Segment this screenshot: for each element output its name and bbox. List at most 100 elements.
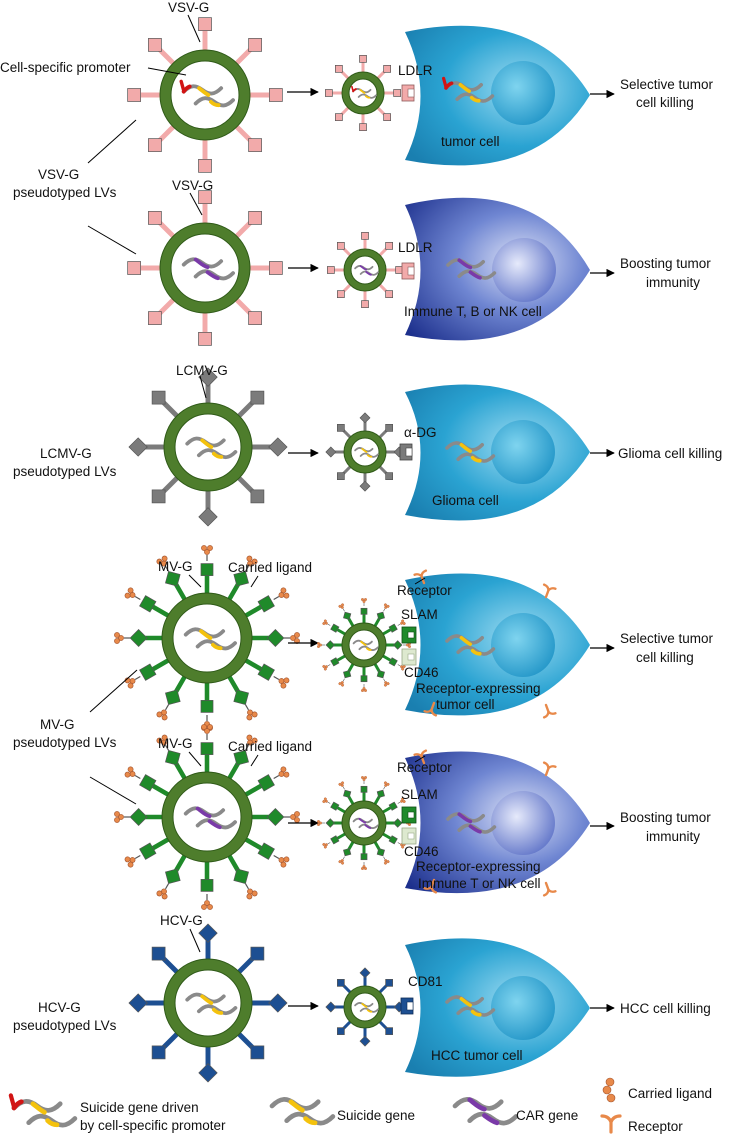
ligand-bead: [317, 823, 320, 826]
cd81-notch: [406, 1001, 414, 1011]
gene-strand-lower: [193, 96, 235, 108]
suicide-gene-strand: [445, 995, 496, 1017]
car-segment-lower: [468, 270, 482, 280]
glycoprotein-head: [200, 742, 214, 755]
glycoprotein-head: [266, 808, 285, 826]
ligand-stem: [383, 678, 386, 682]
ligand-bead: [322, 843, 326, 846]
gene-in-cell: [445, 634, 496, 656]
leader-vsv-g: [187, 14, 201, 43]
ligand-bead: [317, 645, 320, 648]
cell-label-hcc: HCC tumor cell: [431, 1048, 523, 1063]
receptor-cd81: [400, 997, 414, 1015]
car-gene-strand: [183, 806, 237, 830]
car-segment: [457, 812, 473, 824]
ligand-bead: [290, 814, 296, 820]
glycoprotein-head: [376, 848, 385, 857]
ligand-stem: [397, 664, 401, 667]
virion-lcmv-large: [128, 367, 288, 527]
surface-receptor: [542, 761, 557, 777]
ligand-bead: [127, 766, 134, 773]
glycoprotein-head: [325, 89, 333, 97]
group-label-line1: MV-G: [40, 717, 75, 732]
promoter-tail: [8, 1093, 17, 1110]
group-label-line2: pseudotyped LVs: [13, 1018, 117, 1033]
glycoprotein-head: [198, 17, 212, 31]
ligand-bead: [384, 861, 387, 865]
receptor-y: [542, 583, 557, 599]
virion-hcv-large: [128, 923, 288, 1083]
ligand-stem: [342, 856, 345, 860]
glycoprotein-head: [325, 1001, 337, 1013]
glycoprotein-head: [198, 1063, 218, 1083]
tumor-cell-nucleus: [491, 61, 555, 125]
ligand-label: Carried ligand: [228, 560, 312, 575]
glycoprotein-head: [269, 88, 283, 102]
carried-ligand: [244, 883, 258, 900]
ligand-bead: [323, 797, 327, 801]
glycoprotein-head: [343, 789, 352, 798]
ligand-bead: [129, 592, 136, 598]
ligand-bead: [384, 681, 388, 685]
carried-ligand: [322, 842, 331, 849]
cell-label-tumor: tumor cell: [441, 134, 500, 149]
ligand-bead: [278, 678, 285, 684]
ligand-bead: [161, 714, 168, 721]
carried-ligand: [317, 820, 325, 826]
glycoprotein-head: [330, 801, 340, 811]
carried-ligand: [124, 587, 141, 601]
glycoprotein-head: [233, 570, 249, 587]
ligand-bead: [362, 865, 366, 868]
leader-ligand: [250, 575, 259, 588]
ligand-bead: [401, 797, 405, 801]
glycoprotein-head: [325, 818, 336, 828]
legend-suicide-gene-icon: [269, 1097, 336, 1126]
glycoprotein-head: [388, 657, 398, 667]
glycoprotein-head: [330, 623, 340, 633]
ligand-bead: [124, 856, 131, 863]
carried-ligand: [156, 555, 170, 572]
bracket-upper: [87, 119, 137, 164]
row-lcmv: LCMV-G LCMV-G pseudotyped LVs α-DG Gliom…: [13, 363, 722, 527]
carried-ligand: [338, 781, 345, 790]
glycoprotein-head: [200, 563, 214, 576]
suicide-segment-lower: [209, 99, 221, 108]
ligand-bead: [283, 856, 290, 863]
ligand-stem: [383, 856, 386, 860]
ligand-bead: [280, 766, 287, 773]
ligand-bead: [280, 587, 287, 594]
car-gene-strand: [446, 258, 497, 280]
ligand-stem: [134, 595, 141, 601]
glycoprotein-head: [198, 923, 218, 943]
ligand-bead: [323, 845, 327, 849]
glycoprotein-head: [248, 211, 262, 225]
ligand-bead: [156, 558, 163, 565]
glycoprotein-head: [330, 835, 340, 845]
legend-receptor-y: [600, 1114, 622, 1134]
gene-in-cell: [445, 995, 496, 1017]
glycoprotein-head: [128, 437, 148, 457]
glycoprotein-head: [269, 261, 283, 275]
receptor-label-ldlr: LDLR: [398, 240, 433, 255]
glycoprotein-head: [337, 979, 345, 987]
glycoprotein-head: [128, 993, 148, 1013]
suicide-segment-lower: [211, 1007, 224, 1015]
glycoprotein-head: [165, 570, 181, 587]
surface-receptors: [413, 749, 557, 897]
glycoprotein-head: [198, 332, 212, 346]
gene-strand-lower: [195, 639, 237, 651]
glycoprotein-head: [337, 290, 345, 298]
ligand-bead: [364, 867, 367, 870]
suicide-segment-lower: [211, 642, 223, 651]
glycoprotein-head: [360, 853, 368, 861]
surface-receptor: [423, 878, 438, 894]
suicide-gene-strand: [354, 1002, 379, 1013]
glycoprotein-head: [198, 367, 218, 387]
carried-ligand: [361, 598, 367, 606]
ligand-bead: [319, 821, 322, 825]
virion-vsv-small: [327, 232, 403, 308]
ligand-bead: [201, 724, 207, 730]
leader-promoter: [147, 67, 187, 76]
outcome: Glioma cell killing: [618, 446, 722, 461]
ligand-bead: [341, 861, 344, 865]
